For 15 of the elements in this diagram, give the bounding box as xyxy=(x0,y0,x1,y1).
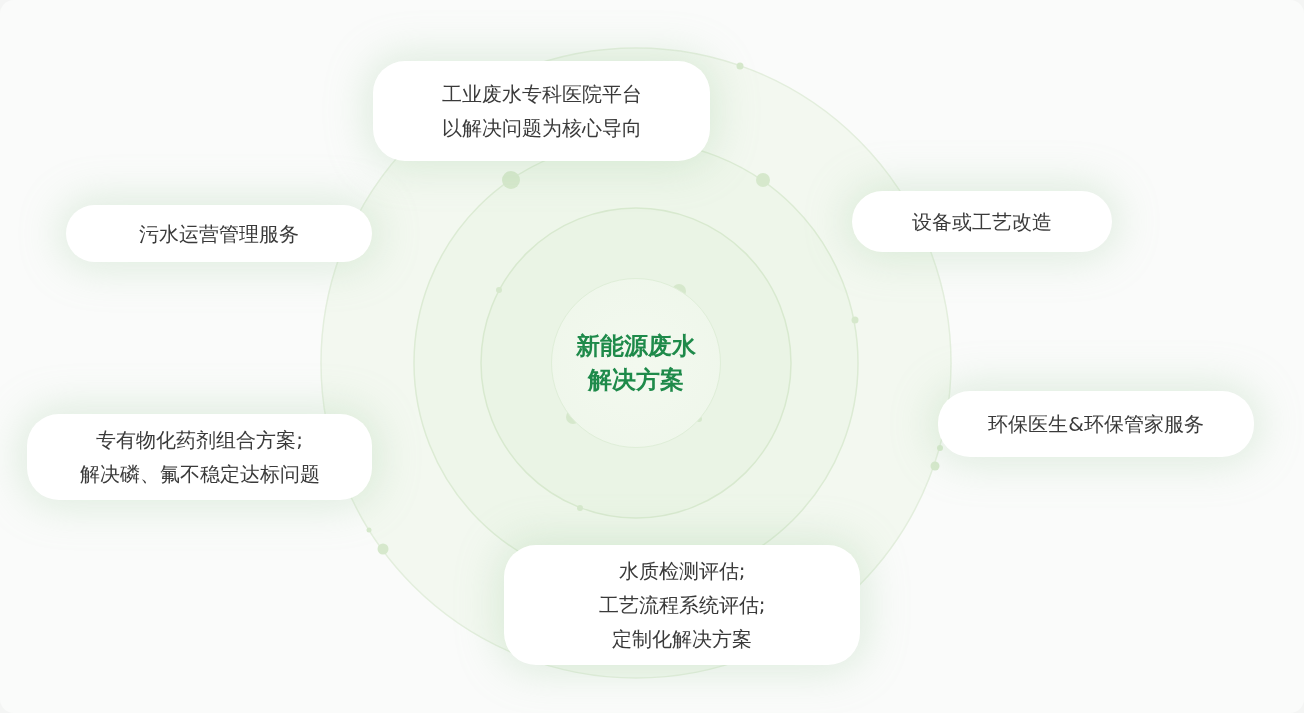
label-pill xyxy=(27,414,372,500)
pill-text: 设备或工艺改造 xyxy=(912,208,1052,236)
center-title: 新能源废水解决方案 xyxy=(575,331,697,396)
pill-text: 工业废水专科医院平台以解决问题为核心导向 xyxy=(440,81,643,142)
label-pill xyxy=(938,391,1254,457)
label-pill xyxy=(66,205,372,262)
pill-text: 环保医生&环保管家服务 xyxy=(988,411,1204,438)
label-pill xyxy=(373,61,710,161)
pill-text: 污水运营管理服务 xyxy=(139,220,299,248)
pill-text: 专有物化药剂组合方案; xyxy=(96,427,303,454)
label-pill xyxy=(504,545,860,665)
pill-text: 工艺流程系统评估; xyxy=(598,592,766,619)
pill-text: 解决磷、氟不稳定达标问题 xyxy=(79,461,320,488)
pill-text: 水质检测评估; xyxy=(618,558,746,585)
pill-text: 定制化解决方案 xyxy=(612,626,752,653)
